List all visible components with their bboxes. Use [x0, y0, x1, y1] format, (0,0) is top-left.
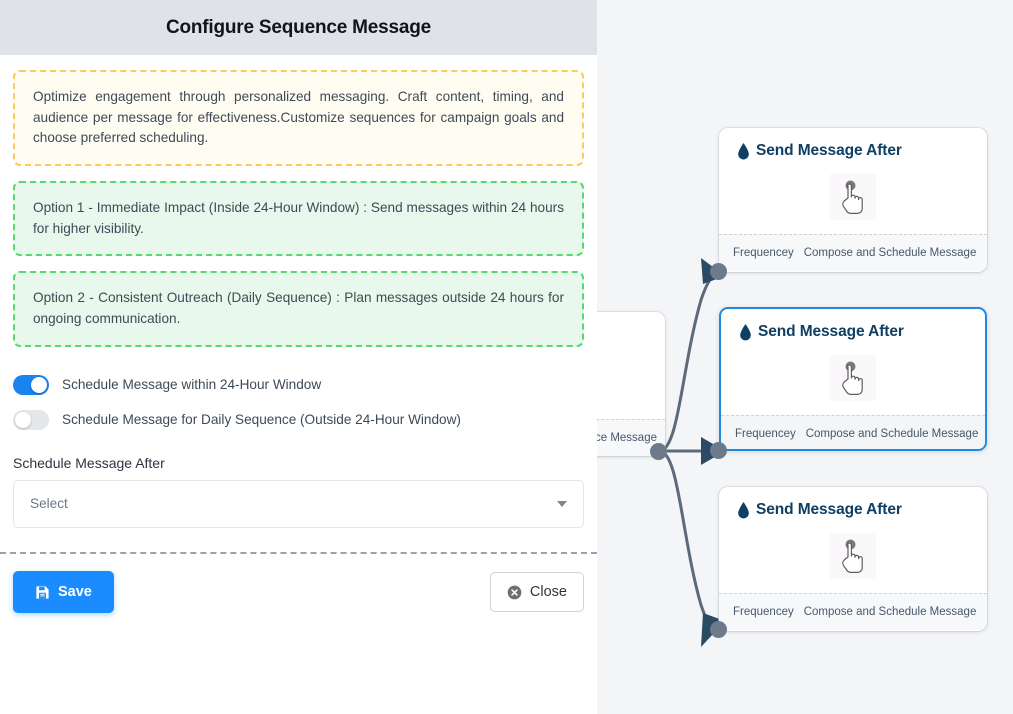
- flow-node-send-message-after-3[interactable]: Send Message After Frequencey Compose an…: [719, 487, 987, 631]
- node-input-port-3[interactable]: [710, 621, 727, 638]
- toggle-switch-daily-sequence[interactable]: [13, 409, 49, 430]
- node-body: [719, 160, 987, 234]
- toggle-switch-24hour[interactable]: [13, 374, 49, 395]
- modal-body: Optimize engagement through personalized…: [0, 70, 597, 528]
- node-header: Send Message After: [721, 309, 985, 341]
- node-body: [721, 341, 985, 415]
- pointing-hand-icon: [842, 180, 863, 214]
- schedule-message-after-select[interactable]: Select: [13, 479, 584, 528]
- hand-icon-box[interactable]: [830, 355, 876, 401]
- modal-header: Configure Sequence Message: [0, 0, 597, 55]
- flow-node-send-message-after-2[interactable]: Send Message After Frequencey Compose an…: [719, 307, 987, 451]
- node-input-port-1[interactable]: [710, 263, 727, 280]
- save-button[interactable]: Save: [13, 571, 114, 613]
- page-title: Configure Sequence Message: [165, 16, 432, 38]
- water-drop-icon: [738, 501, 749, 518]
- save-button-label: Save: [58, 584, 92, 600]
- node-frequency-label[interactable]: Frequencey: [735, 428, 796, 440]
- node-frequency-label[interactable]: Frequencey: [733, 247, 794, 259]
- node-title: Send Message After: [756, 142, 902, 159]
- node-frequency-label[interactable]: Frequencey: [733, 606, 794, 618]
- floppy-disk-icon: [36, 585, 49, 599]
- toggle-label-daily-sequence: Schedule Message for Daily Sequence (Out…: [62, 412, 461, 428]
- option-2-callout: Option 2 - Consistent Outreach (Daily Se…: [13, 271, 584, 347]
- node-footer: Frequencey Compose and Schedule Message: [721, 415, 985, 449]
- node-input-port-2[interactable]: [710, 442, 727, 459]
- node-header: Send Message After: [719, 487, 987, 519]
- schedule-message-after-field: Schedule Message After Select: [13, 455, 584, 528]
- toggle-knob: [31, 376, 47, 393]
- toggle-group: Schedule Message within 24-Hour Window S…: [13, 370, 584, 435]
- circle-x-icon: [507, 585, 522, 599]
- flow-node-partial[interactable]: ce Message: [597, 312, 665, 456]
- node-title: Send Message After: [758, 323, 904, 340]
- water-drop-icon: [738, 142, 749, 159]
- flow-canvas[interactable]: ce Message Send Message After: [597, 0, 1013, 714]
- node-compose-label[interactable]: Compose and Schedule Message: [803, 606, 977, 618]
- info-callout-text: Optimize engagement through personalized…: [33, 89, 564, 146]
- option-2-text: Option 2 - Consistent Outreach (Daily Se…: [33, 290, 564, 326]
- toggle-row-daily-sequence[interactable]: Schedule Message for Daily Sequence (Out…: [13, 405, 584, 435]
- node-compose-label[interactable]: Compose and Schedule Message: [805, 428, 979, 440]
- node-title: Send Message After: [756, 501, 902, 518]
- pointing-hand-icon: [842, 539, 863, 573]
- toggle-label-24hour: Schedule Message within 24-Hour Window: [62, 377, 322, 393]
- modal-footer: Save Close: [0, 566, 597, 618]
- close-button-label: Close: [529, 584, 567, 600]
- node-header: Send Message After: [719, 128, 987, 160]
- close-button[interactable]: Close: [489, 572, 584, 612]
- water-drop-icon: [740, 323, 751, 340]
- source-port-dot[interactable]: [650, 443, 667, 460]
- node-body: [719, 519, 987, 593]
- partial-node-label: ce Message: [597, 432, 657, 444]
- select-value: Select: [30, 496, 68, 512]
- node-footer: Frequencey Compose and Schedule Message: [719, 234, 987, 271]
- configure-sequence-message-modal: Configure Sequence Message Optimize enga…: [0, 0, 597, 618]
- schedule-message-after-label: Schedule Message After: [13, 454, 165, 471]
- node-footer: Frequencey Compose and Schedule Message: [719, 593, 987, 630]
- hand-icon-box[interactable]: [830, 533, 876, 579]
- option-1-callout: Option 1 - Immediate Impact (Inside 24-H…: [13, 180, 584, 257]
- info-callout: Optimize engagement through personalized…: [13, 70, 584, 166]
- toggle-knob: [15, 411, 31, 428]
- toggle-row-24hour[interactable]: Schedule Message within 24-Hour Window: [13, 370, 584, 400]
- footer-divider: [0, 552, 597, 554]
- flow-node-send-message-after-1[interactable]: Send Message After Frequencey Compose an…: [719, 128, 987, 272]
- option-1-text: Option 1 - Immediate Impact (Inside 24-H…: [33, 199, 564, 236]
- hand-icon-box[interactable]: [830, 174, 876, 220]
- pointing-hand-icon: [842, 361, 863, 395]
- chevron-down-icon: [557, 500, 567, 507]
- node-compose-label[interactable]: Compose and Schedule Message: [803, 247, 977, 259]
